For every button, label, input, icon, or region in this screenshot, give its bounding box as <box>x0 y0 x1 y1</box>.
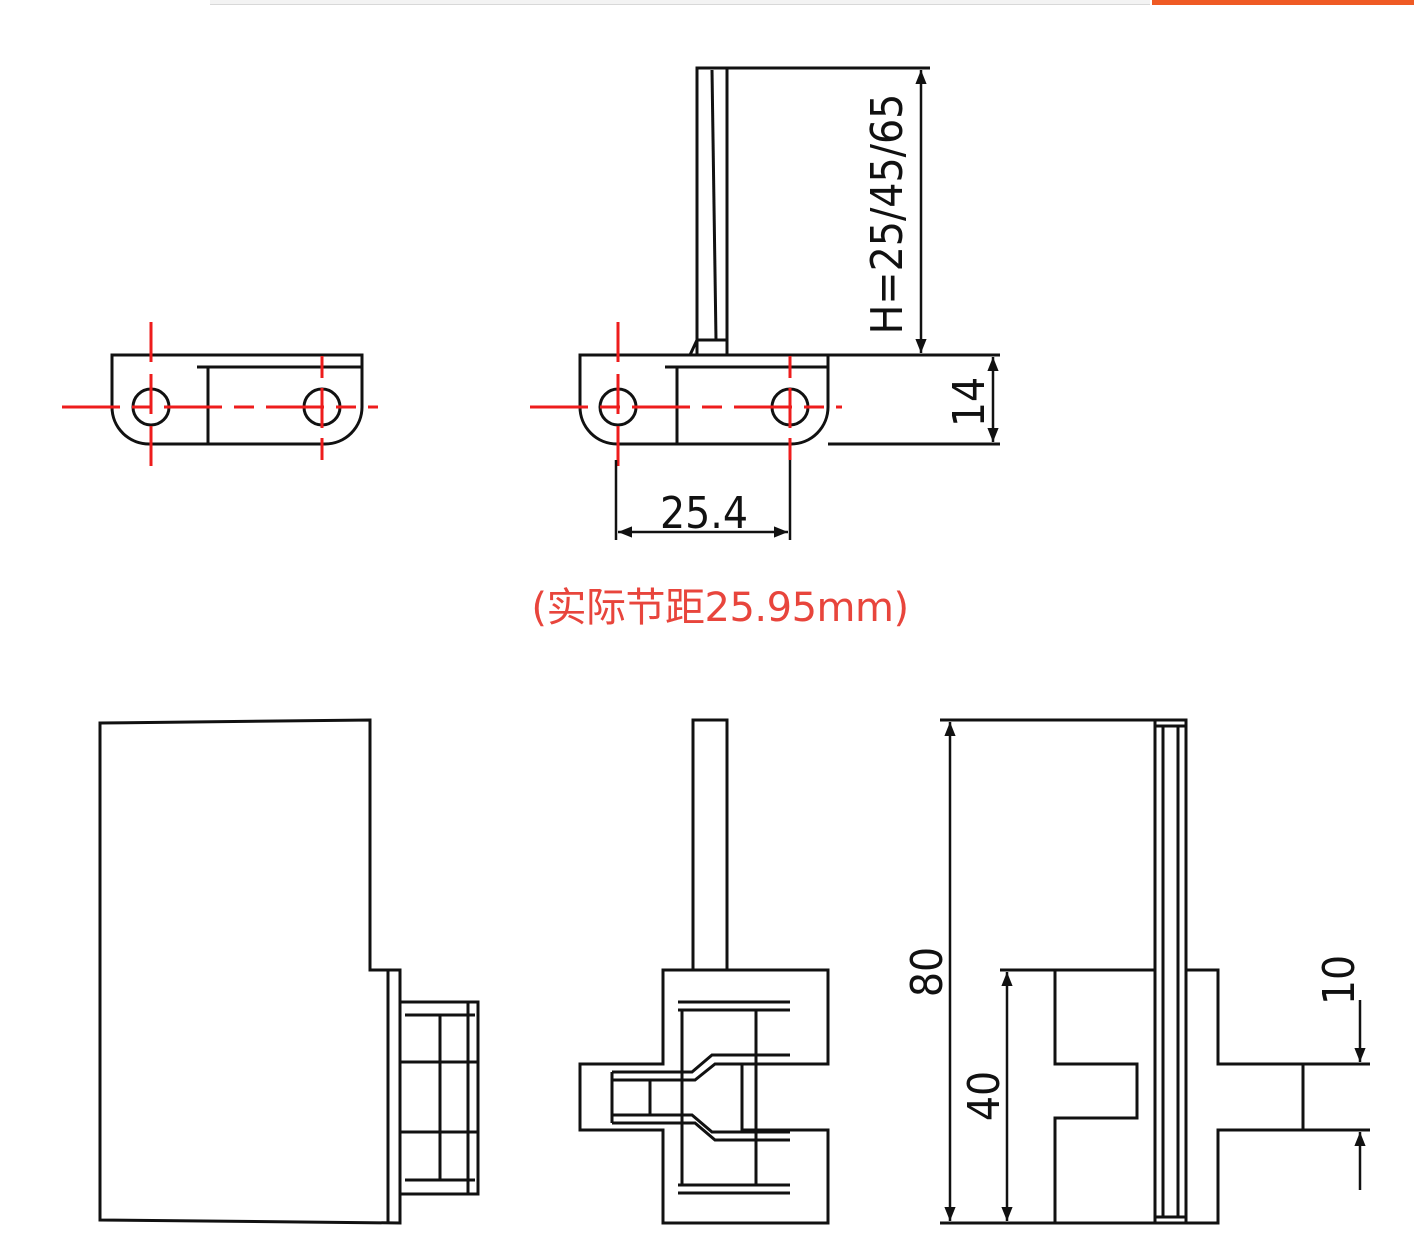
plain-link-centerlines <box>62 322 378 492</box>
section-flight-stem <box>691 718 729 972</box>
section-offset-plate-top <box>612 1053 790 1074</box>
front-view-outline <box>98 718 402 1225</box>
total-width-label: 80 <box>902 947 953 997</box>
tab-strip <box>210 0 1150 5</box>
flight-link-centerlines <box>530 322 842 492</box>
accent-bar <box>1152 0 1414 5</box>
top-bar <box>0 0 1414 6</box>
plan-tab-outline <box>1186 968 1370 1225</box>
flight-plate-outline <box>695 66 930 355</box>
body-width-label: 40 <box>959 1071 1010 1121</box>
plan-view <box>940 718 1370 1225</box>
flight-plate-fillet <box>688 338 729 356</box>
front-view <box>98 718 480 1225</box>
section-offset-plate-bottom <box>612 1113 790 1134</box>
height-dimension-label: H=25/45/65 <box>862 94 913 335</box>
thickness-dimension-label: 14 <box>944 377 995 427</box>
section-body-outline <box>578 968 830 1225</box>
plain-link-outline <box>110 353 364 446</box>
actual-pitch-note: (实际节距25.95mm) <box>531 585 909 631</box>
dimension-tab-width <box>1303 1000 1366 1190</box>
tab-width-label: 10 <box>1314 955 1365 1005</box>
flight-plate-inner-line <box>710 69 718 341</box>
pitch-dimension-label: 25.4 <box>660 488 748 539</box>
side-section-view <box>578 718 830 1225</box>
side-view-flight-link <box>578 66 1000 446</box>
section-offset-plate-top-2 <box>612 1062 790 1082</box>
plan-body-outline <box>1000 968 1155 1223</box>
section-offset-plate-bottom-2 <box>612 1121 790 1142</box>
dimension-pitch <box>614 460 792 540</box>
